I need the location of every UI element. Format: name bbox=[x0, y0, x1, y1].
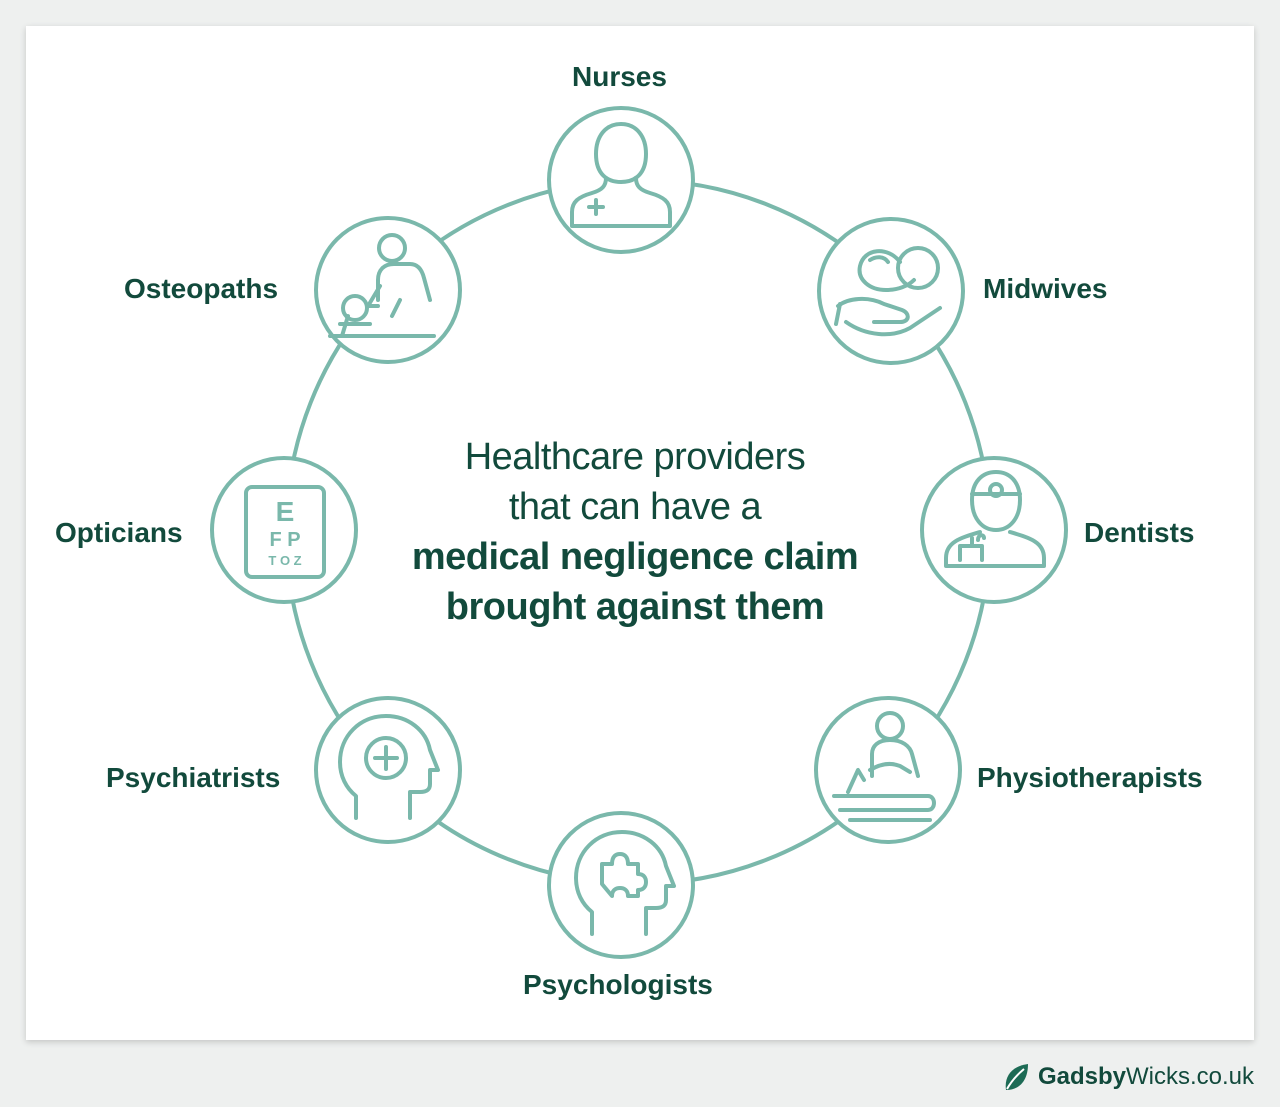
head-puzzle-icon bbox=[574, 830, 676, 936]
baby-in-hand-icon bbox=[834, 246, 942, 337]
eye-chart-row3: T O Z bbox=[268, 553, 301, 568]
brand-name-rest: Wicks.co.uk bbox=[1125, 1063, 1254, 1090]
label-physiotherapists: Physiotherapists bbox=[977, 762, 1203, 793]
label-nurses: Nurses bbox=[572, 61, 667, 92]
label-dentists: Dentists bbox=[1084, 517, 1195, 548]
physiotherapist-icon bbox=[832, 711, 936, 822]
label-osteopaths: Osteopaths bbox=[124, 273, 279, 304]
head-plus-icon bbox=[338, 714, 440, 820]
eye-chart-icon bbox=[244, 485, 326, 579]
eye-chart-row1: E bbox=[276, 496, 295, 527]
center-line-3: medical negligence claim bbox=[411, 536, 859, 578]
center-line-2: that can have a bbox=[508, 486, 762, 528]
nurse-icon bbox=[570, 122, 672, 228]
node-circle-physiotherapists bbox=[814, 696, 962, 844]
osteopath-icon bbox=[328, 233, 436, 338]
center-heading: Healthcare providers that can have a med… bbox=[380, 432, 890, 632]
label-opticians: Opticians bbox=[55, 517, 183, 548]
dentist-icon bbox=[944, 470, 1046, 568]
center-line-1: Healthcare providers bbox=[464, 436, 806, 478]
label-midwives: Midwives bbox=[983, 273, 1108, 304]
center-line-4: brought against them bbox=[445, 586, 825, 628]
label-psychiatrists: Psychiatrists bbox=[106, 762, 281, 793]
node-circle-osteopaths bbox=[314, 216, 462, 364]
label-psychologists: Psychologists bbox=[523, 969, 713, 1000]
leaf-icon bbox=[1005, 1064, 1028, 1090]
eye-chart-row2: F P bbox=[269, 529, 300, 551]
brand-name-bold: Gadsby bbox=[1037, 1063, 1126, 1090]
